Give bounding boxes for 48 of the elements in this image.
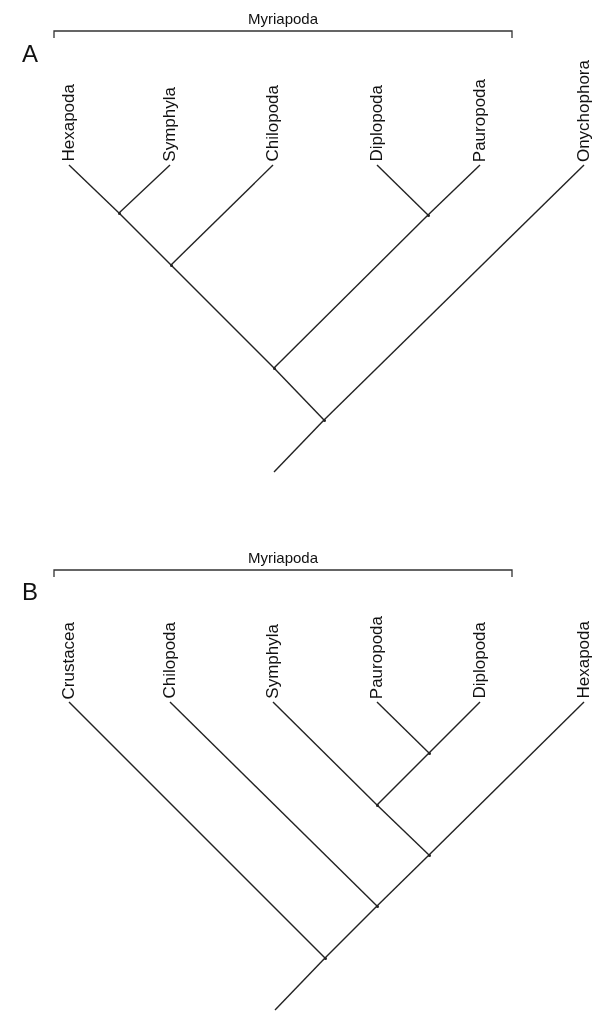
taxon-label: Hexapoda bbox=[60, 84, 78, 162]
branch-node bbox=[272, 366, 276, 370]
branch-node bbox=[426, 213, 430, 217]
clade-label: Myriapoda bbox=[248, 549, 318, 566]
branch-line bbox=[118, 164, 171, 214]
taxon-label: Chilopoda bbox=[161, 622, 179, 699]
clade-label: Myriapoda bbox=[248, 10, 318, 27]
branch-line bbox=[376, 804, 430, 856]
taxon-label: Pauropoda bbox=[471, 78, 489, 162]
branch-line bbox=[273, 214, 429, 369]
branch-line bbox=[376, 854, 430, 907]
branch-line bbox=[427, 164, 481, 216]
taxon-label: Crustacea bbox=[60, 621, 78, 699]
branch-line bbox=[273, 419, 325, 473]
branch-line bbox=[274, 957, 326, 1011]
taxon-label: Symphyla bbox=[161, 87, 179, 162]
branch-line bbox=[68, 701, 326, 959]
branch-line bbox=[272, 701, 378, 806]
branch-line bbox=[428, 701, 481, 754]
taxon-label: Symphyla bbox=[264, 624, 282, 699]
branch-node bbox=[427, 751, 431, 755]
branch-node bbox=[117, 211, 121, 215]
taxon-label: Hexapoda bbox=[575, 621, 593, 699]
branch-line bbox=[170, 164, 274, 266]
branch-node bbox=[375, 803, 379, 807]
branch-line bbox=[376, 164, 429, 216]
branch-node bbox=[375, 904, 379, 908]
branch-line bbox=[324, 905, 378, 959]
taxon-label: Diplopoda bbox=[471, 622, 489, 699]
panel-label: A bbox=[22, 40, 38, 68]
branch-line bbox=[169, 701, 378, 907]
branch-node bbox=[427, 853, 431, 857]
taxon-label: Pauropoda bbox=[368, 615, 386, 699]
branch-line bbox=[170, 264, 275, 369]
branch-node bbox=[169, 263, 173, 267]
branch-node bbox=[323, 956, 327, 960]
branch-line bbox=[376, 752, 430, 806]
taxon-label: Chilopoda bbox=[264, 85, 282, 162]
branch-line bbox=[323, 164, 585, 421]
branch-line bbox=[68, 164, 120, 214]
panel-label: B bbox=[22, 578, 38, 606]
branch-node bbox=[322, 418, 326, 422]
branch-line bbox=[376, 701, 430, 754]
taxon-label: Onychophora bbox=[575, 59, 593, 162]
branch-line bbox=[118, 212, 172, 266]
taxon-label: Diplopoda bbox=[368, 85, 386, 162]
branch-line bbox=[428, 701, 585, 856]
branch-line bbox=[273, 367, 325, 421]
